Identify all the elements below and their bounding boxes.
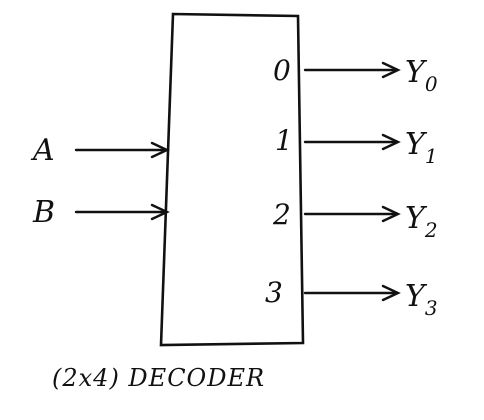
input-label-b: B xyxy=(32,195,55,230)
output-arrow-3 xyxy=(381,284,401,302)
output-arrow-2 xyxy=(381,205,401,223)
output-label-1-main: Y xyxy=(405,127,428,162)
input-label-a: A xyxy=(30,133,55,168)
output-label-1-sub: 1 xyxy=(425,144,438,168)
output-arrow-0 xyxy=(381,61,401,79)
output-port-2: 2 xyxy=(272,198,291,231)
output-label-0: Y0 xyxy=(405,55,438,96)
output-port-3: 3 xyxy=(265,276,283,309)
output-label-3: Y3 xyxy=(405,279,438,320)
decoder-caption: (2x4) DECODER xyxy=(52,364,265,392)
input-arrow-b xyxy=(150,203,170,221)
output-arrow-1 xyxy=(381,133,401,151)
output-label-3-main: Y xyxy=(405,279,428,314)
output-label-3-sub: 3 xyxy=(425,296,438,320)
output-label-1: Y1 xyxy=(405,127,438,168)
output-label-2-sub: 2 xyxy=(424,218,438,242)
output-label-0-main: Y xyxy=(405,55,428,90)
output-label-2: Y2 xyxy=(405,201,438,242)
output-port-0: 0 xyxy=(273,54,291,87)
output-label-0-sub: 0 xyxy=(425,72,438,96)
output-port-1: 1 xyxy=(275,124,293,157)
decoder-block xyxy=(159,12,305,347)
output-label-2-main: Y xyxy=(405,201,428,236)
input-arrow-a xyxy=(150,141,170,159)
